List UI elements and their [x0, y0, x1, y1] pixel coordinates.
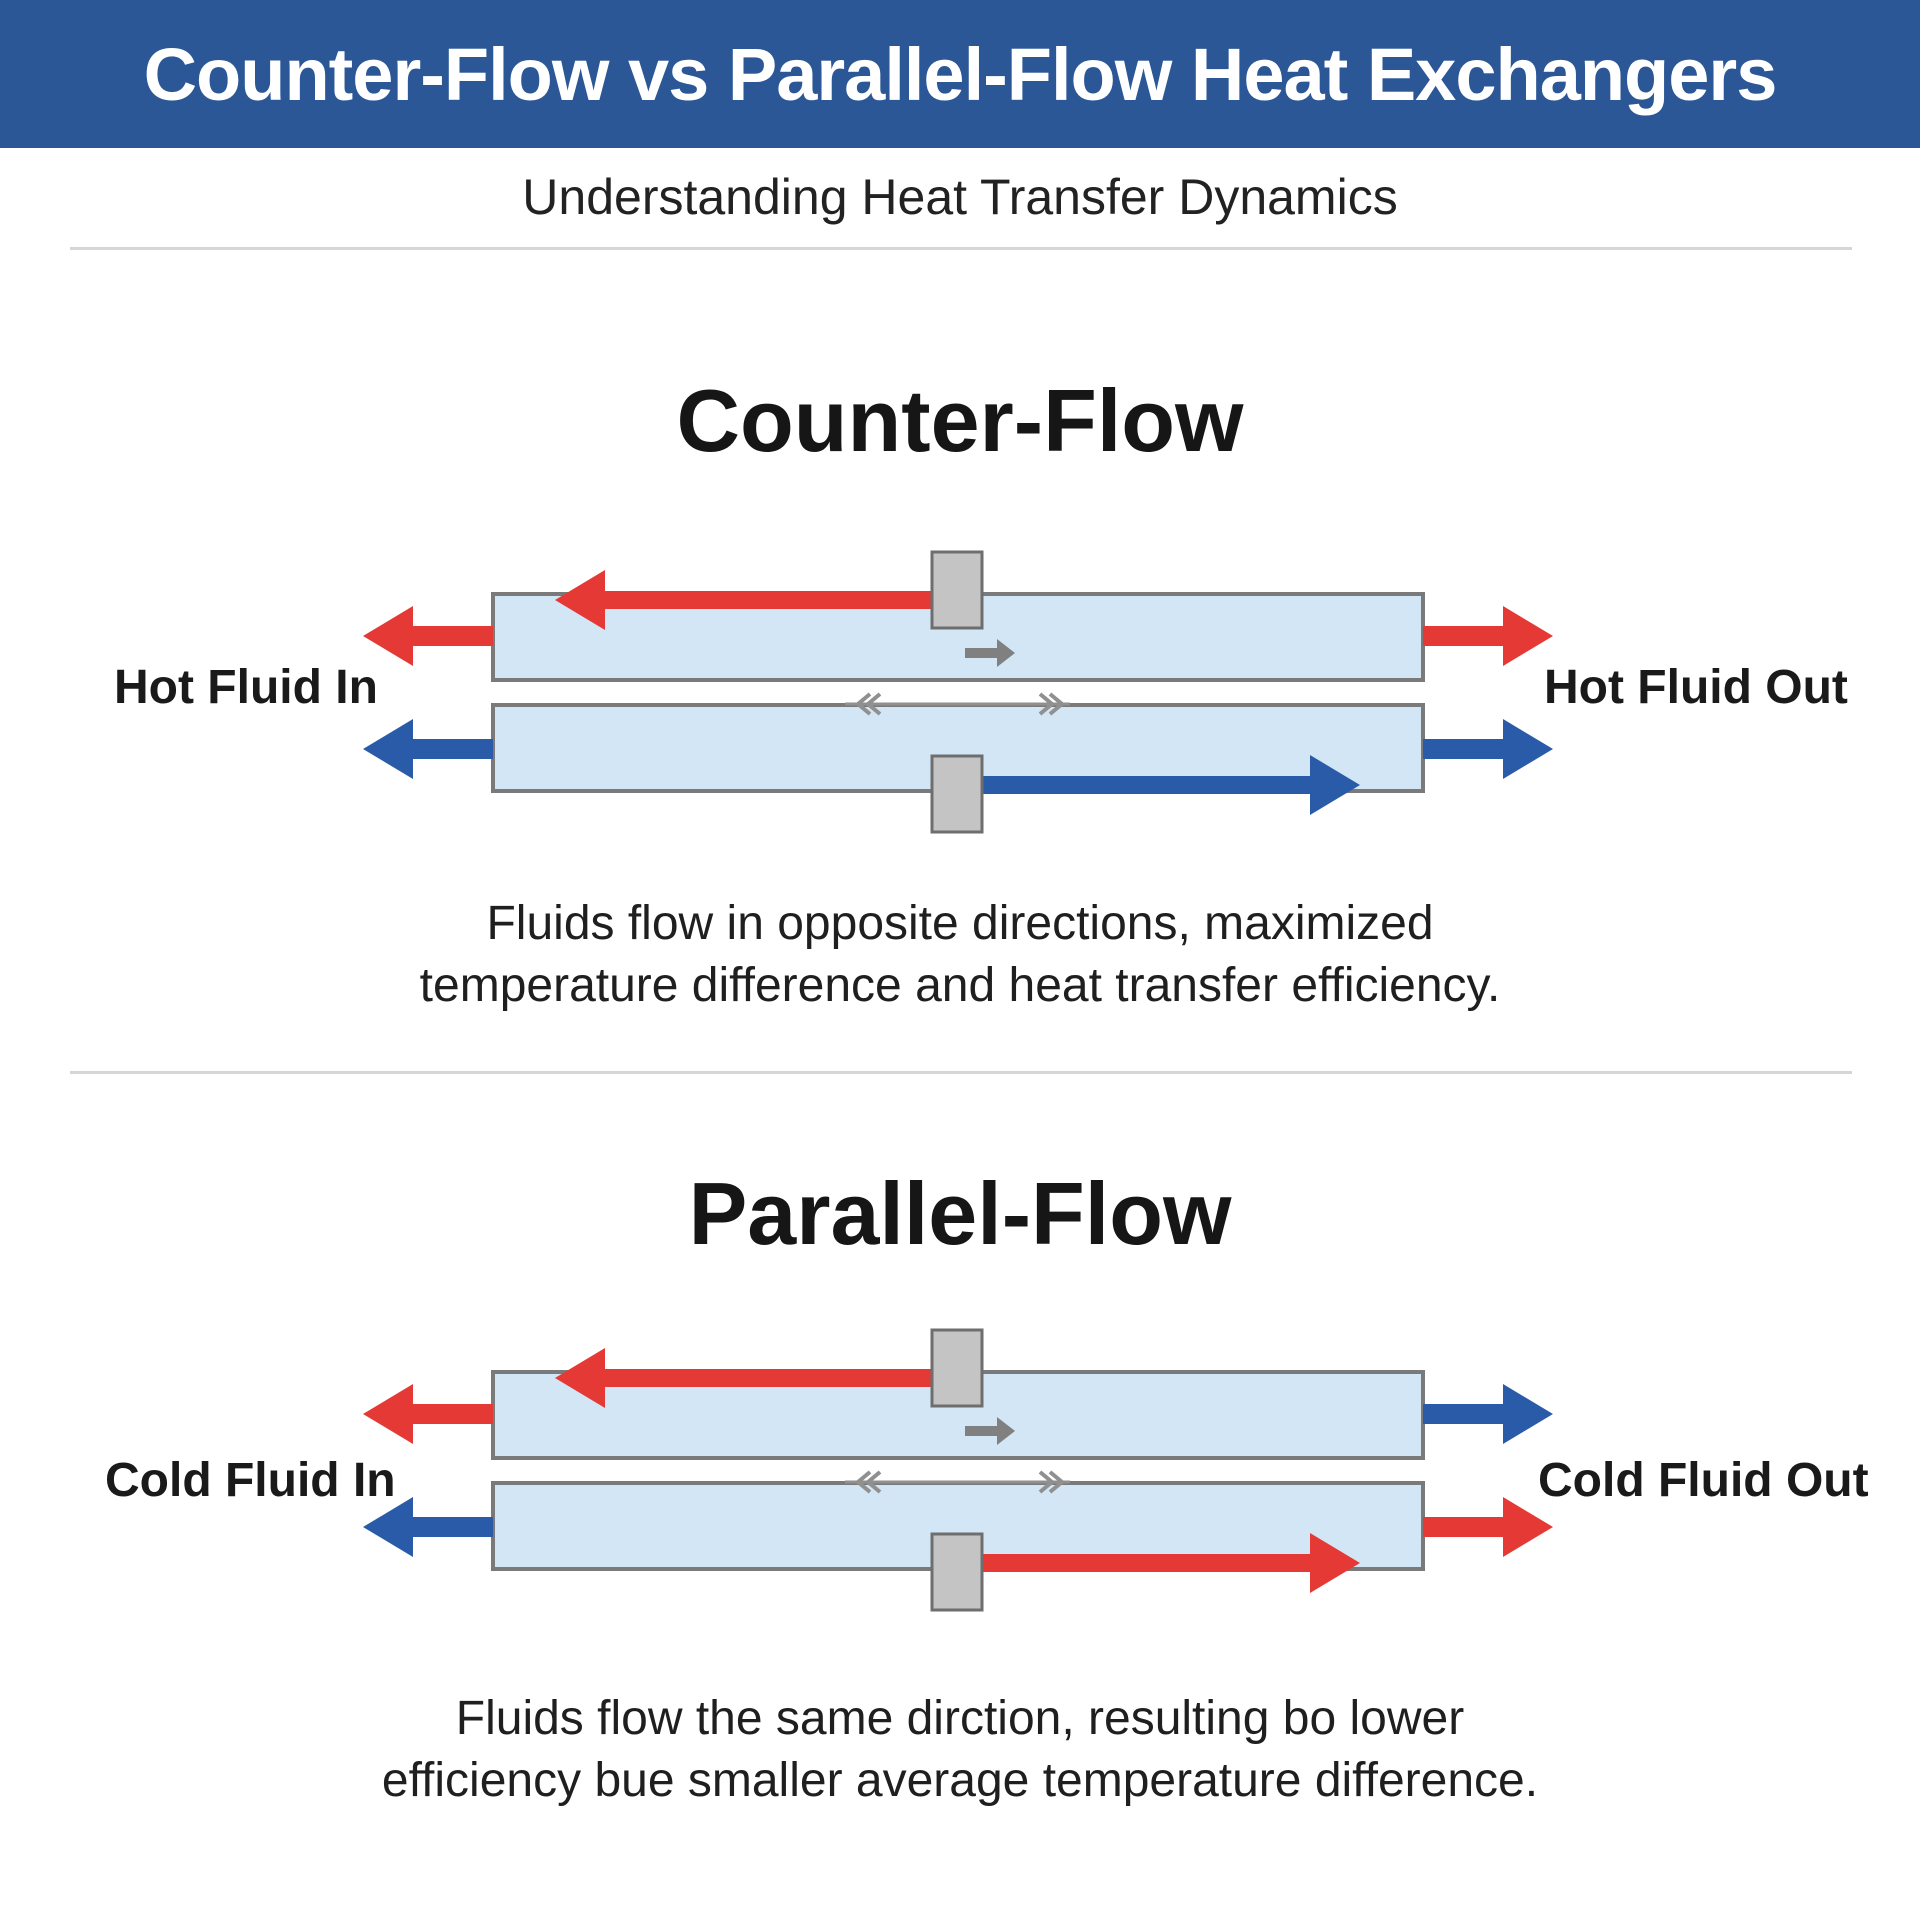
parallel-flow-bottom-flow-arrow-icon	[980, 1533, 1360, 1593]
parallel-flow-bottom-right-arrow-icon	[1423, 1497, 1553, 1557]
parallel-flow-top-right-arrow-icon	[1423, 1384, 1553, 1444]
parallel-flow-description-line1: Fluids flow the same dirction, resulting…	[455, 1692, 1465, 1745]
page-subtitle: Understanding Heat Transfer Dynamics	[522, 169, 1398, 225]
counter-flow-bottom-flow-arrow-icon	[980, 755, 1360, 815]
parallel-flow-double-chevron-left-icon	[854, 1470, 882, 1494]
parallel-flow-bottom-left-arrow-icon	[363, 1497, 493, 1557]
counter-flow-double-chevron-left-icon	[854, 692, 882, 716]
cold-fluid-out-label: Cold Fluid Out	[1538, 1454, 1869, 1507]
counter-flow-top-flow-arrow-icon	[555, 570, 935, 630]
counter-flow-description-line2: temperature difference and heat transfer…	[419, 959, 1501, 1012]
counter-flow-bottom-baffle	[930, 754, 984, 834]
parallel-flow-description: Fluids flow the same dirction, resulting…	[0, 1688, 1920, 1812]
parallel-flow-top-flow-arrow-icon	[555, 1348, 935, 1408]
counter-flow-description: Fluids flow in opposite directions, maxi…	[0, 893, 1920, 1017]
parallel-flow-description-line2: efficiency bue smaller average temperatu…	[381, 1754, 1539, 1807]
counter-flow-top-left-arrow-icon	[363, 606, 493, 666]
counter-flow-small-arrow-icon	[965, 639, 1015, 667]
parallel-flow-double-chevron-right-icon	[1038, 1470, 1066, 1494]
parallel-flow-bottom-baffle	[930, 1532, 984, 1612]
counter-flow-bottom-left-arrow-icon	[363, 719, 493, 779]
hot-fluid-in-label: Hot Fluid In	[114, 661, 378, 714]
counter-flow-diagram	[363, 550, 1553, 834]
page-title: Counter-Flow vs Parallel-Flow Heat Excha…	[143, 32, 1778, 116]
parallel-flow-diagram	[363, 1328, 1553, 1612]
divider-top	[70, 247, 1852, 250]
header-banner: Counter-Flow vs Parallel-Flow Heat Excha…	[0, 0, 1920, 148]
hot-fluid-out-label: Hot Fluid Out	[1544, 661, 1848, 714]
counter-flow-bottom-right-arrow-icon	[1423, 719, 1553, 779]
parallel-flow-small-arrow-icon	[965, 1417, 1015, 1445]
counter-flow-top-right-arrow-icon	[1423, 606, 1553, 666]
cold-fluid-in-label: Cold Fluid In	[105, 1454, 396, 1507]
counter-flow-description-line1: Fluids flow in opposite directions, maxi…	[486, 897, 1434, 950]
parallel-flow-title: Parallel-Flow	[688, 1164, 1232, 1263]
counter-flow-title: Counter-Flow	[676, 371, 1244, 470]
parallel-flow-top-baffle	[930, 1328, 984, 1408]
parallel-flow-top-left-arrow-icon	[363, 1384, 493, 1444]
counter-flow-double-chevron-right-icon	[1038, 692, 1066, 716]
divider-middle	[70, 1071, 1852, 1074]
counter-flow-top-baffle	[930, 550, 984, 630]
